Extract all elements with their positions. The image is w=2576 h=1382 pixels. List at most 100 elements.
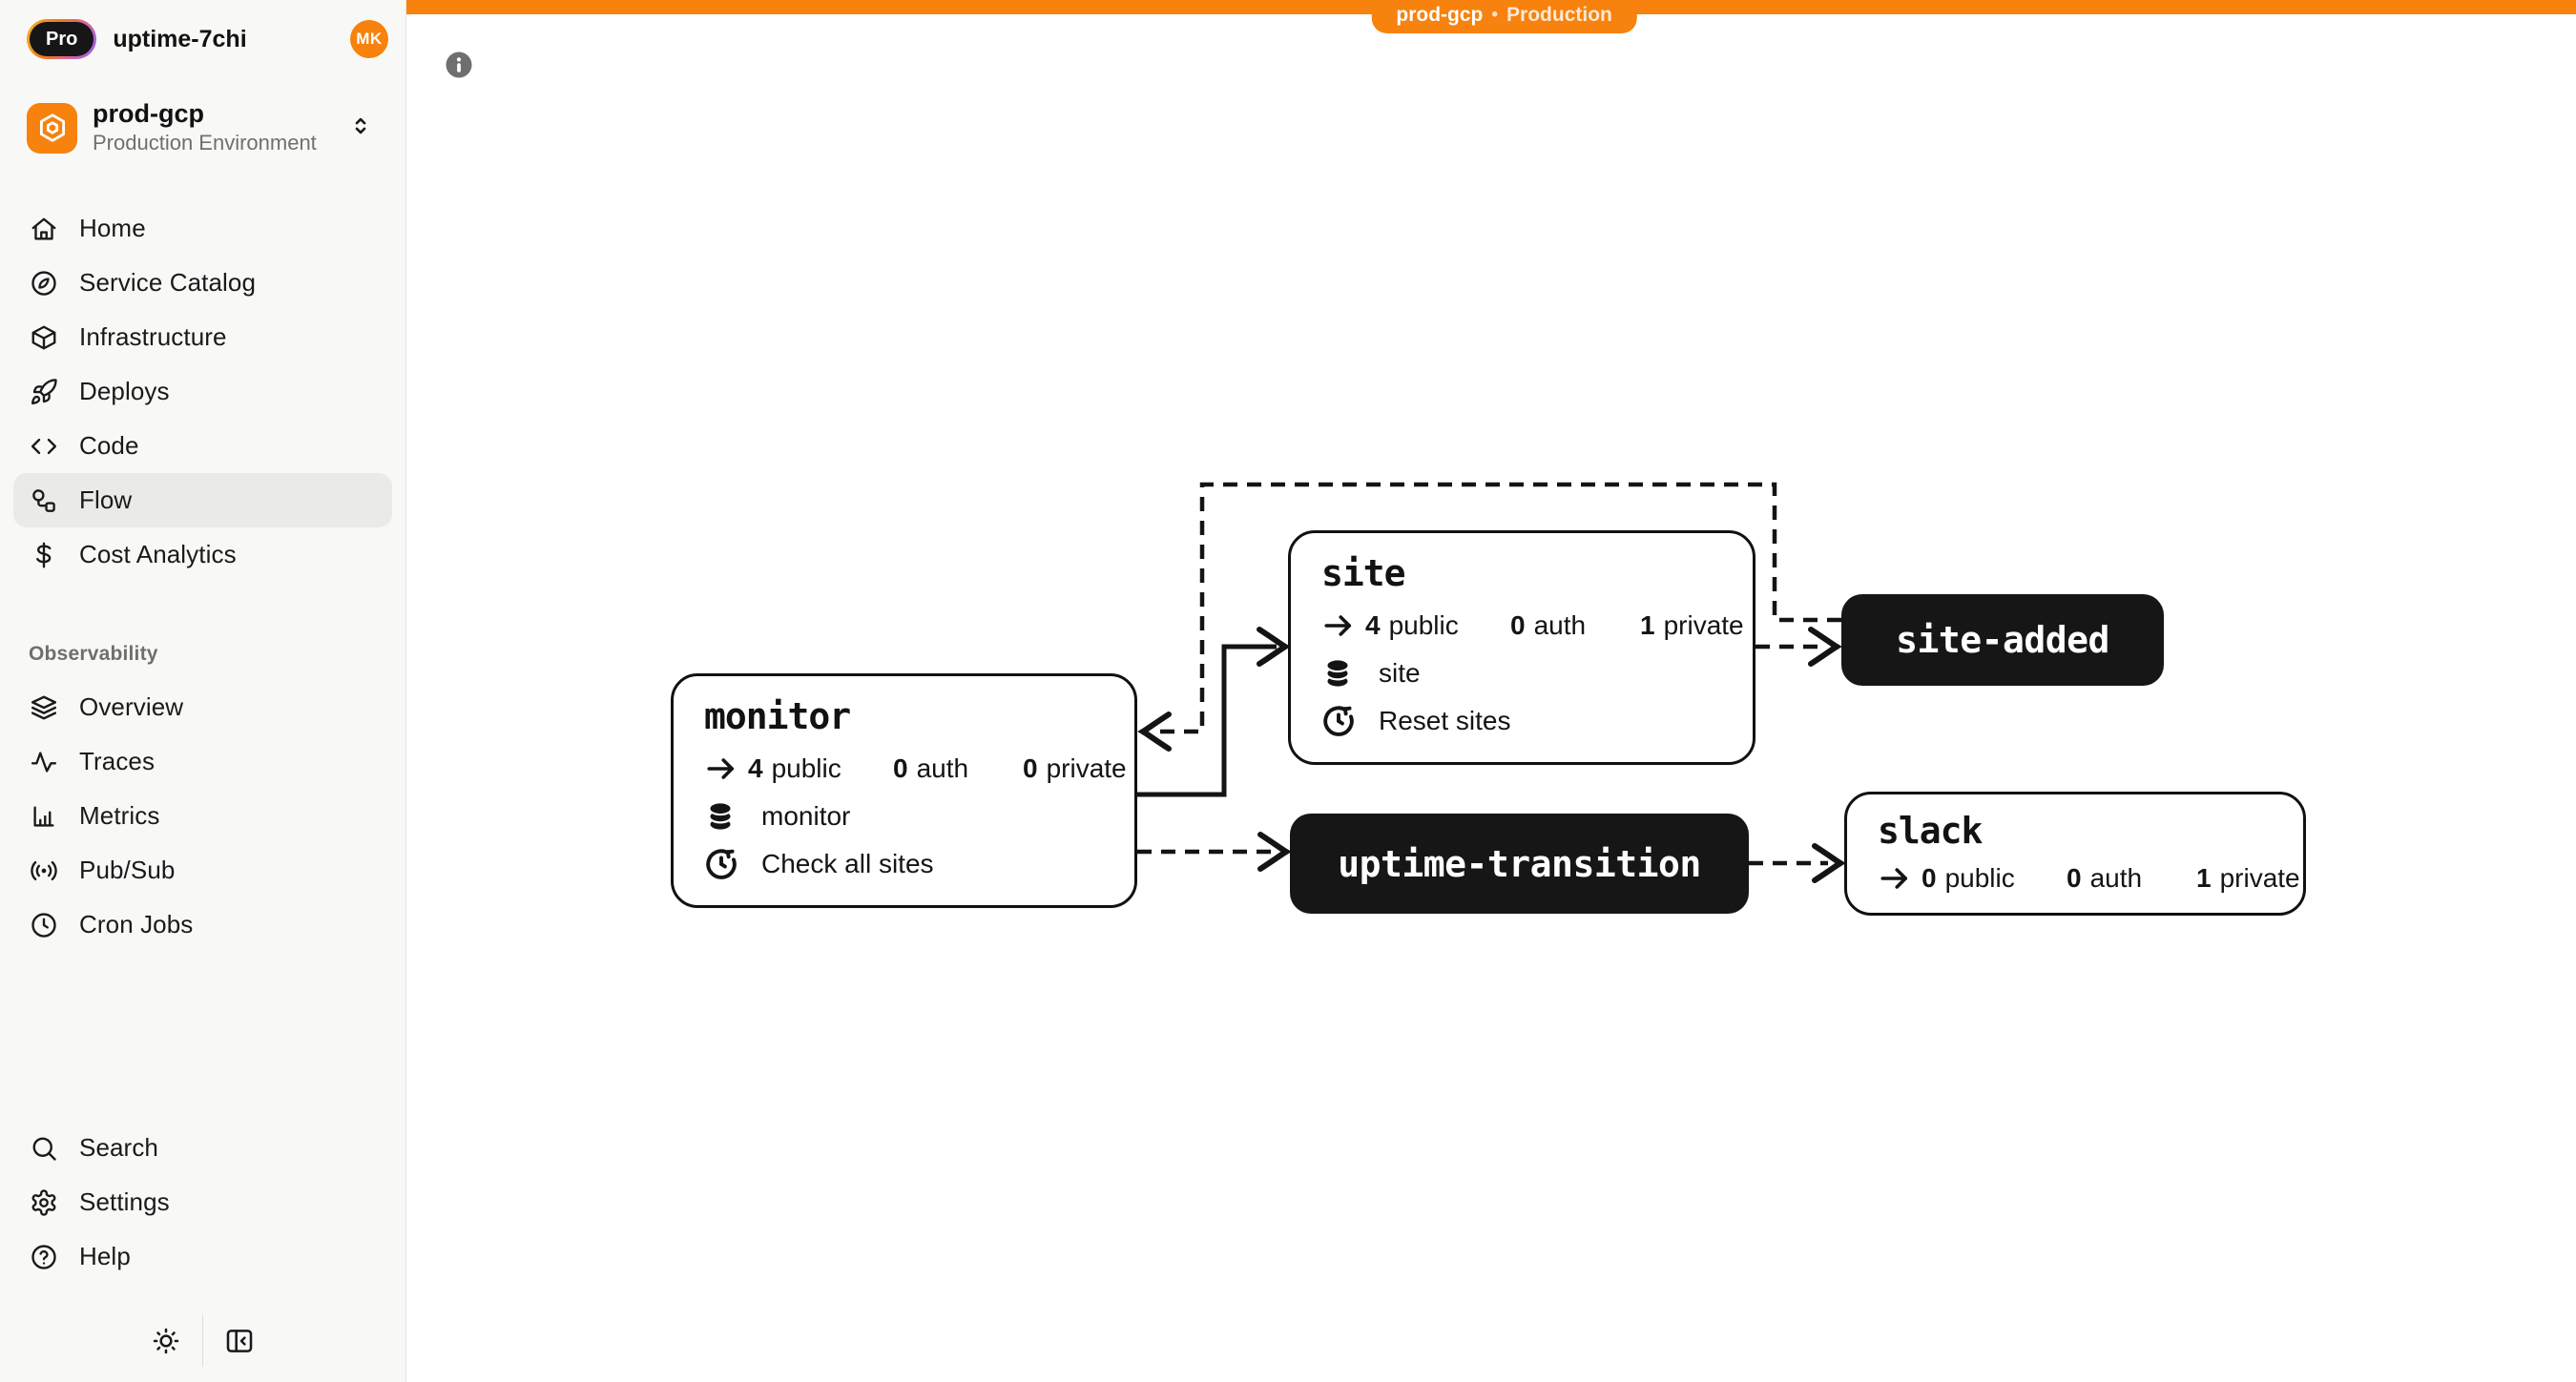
- public-count: 4: [748, 753, 763, 783]
- plan-badge-label: Pro: [46, 28, 78, 50]
- public-count: 4: [1365, 610, 1381, 640]
- sidebar-item-traces[interactable]: Traces: [13, 734, 392, 789]
- auth-label: auth: [2089, 863, 2143, 893]
- sidebar-item-deploys[interactable]: Deploys: [13, 364, 392, 419]
- sidebar-item-cron-jobs[interactable]: Cron Jobs: [13, 897, 392, 952]
- sidebar-item-settings[interactable]: Settings: [13, 1175, 392, 1229]
- auth-count: 0: [1510, 610, 1526, 640]
- cron-row: Reset sites: [1321, 697, 1726, 745]
- sidebar-item-service-catalog[interactable]: Service Catalog: [13, 256, 392, 310]
- footer-nav: Search Settings Help: [13, 1121, 392, 1284]
- topic-title: uptime-transition: [1338, 842, 1701, 885]
- arrow-right-icon: [1321, 608, 1365, 643]
- compass-icon: [29, 268, 59, 299]
- sidebar-item-label: Service Catalog: [79, 268, 257, 297]
- service-title: site: [1321, 552, 1406, 594]
- env-badge-project: prod-gcp: [1396, 4, 1484, 26]
- code-icon: [29, 431, 59, 462]
- sidebar-item-label: Deploys: [79, 377, 170, 405]
- project-environment: Production Environment: [93, 131, 317, 155]
- sun-icon: [153, 1328, 179, 1354]
- collapse-sidebar-button[interactable]: [203, 1314, 276, 1368]
- avatar[interactable]: MK: [350, 20, 388, 58]
- theme-toggle-button[interactable]: [130, 1314, 202, 1368]
- chevrons-up-down-icon: [348, 113, 373, 143]
- dollar-icon: [29, 540, 59, 570]
- service-title: slack: [1878, 810, 1983, 852]
- project-selector[interactable]: prod-gcp Production Environment: [27, 99, 388, 155]
- sidebar-item-label: Flow: [79, 485, 133, 514]
- info-icon[interactable]: [445, 51, 473, 79]
- env-badge-separator: •: [1491, 5, 1499, 25]
- sidebar-item-label: Help: [79, 1242, 131, 1270]
- environment-badge[interactable]: prod-gcp • Production: [1371, 0, 1637, 33]
- database-name: monitor: [761, 801, 851, 831]
- service-title: monitor: [704, 695, 851, 737]
- sidebar-item-infrastructure[interactable]: Infrastructure: [13, 310, 392, 364]
- cron-name: Reset sites: [1379, 706, 1511, 735]
- sidebar-item-metrics[interactable]: Metrics: [13, 789, 392, 843]
- project-name: prod-gcp: [93, 99, 204, 129]
- topic-title: site-added: [1896, 619, 2109, 661]
- topic-node-uptime-transition[interactable]: uptime-transition: [1290, 814, 1749, 914]
- env-badge-environment: Production: [1506, 4, 1612, 26]
- private-count: 1: [2196, 863, 2212, 893]
- cron-refresh-icon: [1321, 704, 1365, 738]
- sidebar: Pro uptime-7chi MK prod-gcp Production E…: [0, 0, 406, 1382]
- auth-count: 0: [893, 753, 908, 783]
- edge-monitor-site: [1137, 644, 1277, 797]
- plan-badge: Pro: [27, 19, 96, 59]
- workspace-row: Pro uptime-7chi MK: [27, 19, 388, 59]
- workflow-icon: [29, 485, 59, 516]
- sidebar-item-code[interactable]: Code: [13, 419, 392, 473]
- sidebar-item-cost-analytics[interactable]: Cost Analytics: [13, 527, 392, 582]
- home-icon: [29, 214, 59, 244]
- sidebar-item-label: Settings: [79, 1187, 170, 1216]
- sidebar-item-label: Search: [79, 1133, 158, 1162]
- auth-count: 0: [2067, 863, 2082, 893]
- sidebar-item-help[interactable]: Help: [13, 1229, 392, 1284]
- topic-node-site-added[interactable]: site-added: [1841, 594, 2164, 686]
- auth-label: auth: [1533, 610, 1587, 640]
- sidebar-item-pubsub[interactable]: Pub/Sub: [13, 843, 392, 897]
- sidebar-item-search[interactable]: Search: [13, 1121, 392, 1175]
- arrow-right-icon: [704, 752, 748, 786]
- sidebar-item-flow[interactable]: Flow: [13, 473, 392, 527]
- database-icon: [704, 799, 748, 834]
- sidebar-item-overview[interactable]: Overview: [13, 680, 392, 734]
- observability-section-label: Observability: [29, 643, 158, 665]
- search-icon: [29, 1133, 59, 1164]
- sidebar-item-label: Cron Jobs: [79, 910, 194, 939]
- database-icon: [1321, 656, 1365, 691]
- sidebar-item-label: Pub/Sub: [79, 856, 176, 884]
- rocket-icon: [29, 377, 59, 407]
- private-label: private: [1046, 753, 1127, 783]
- divider: [202, 1315, 203, 1367]
- cube-icon: [29, 322, 59, 353]
- sidebar-item-label: Overview: [79, 692, 184, 721]
- private-label: private: [1663, 610, 1744, 640]
- public-label: public: [1388, 610, 1459, 640]
- public-label: public: [771, 753, 841, 783]
- cron-refresh-icon: [704, 847, 748, 881]
- database-name: site: [1379, 658, 1421, 688]
- private-label: private: [2219, 863, 2300, 893]
- panel-collapse-icon: [226, 1330, 253, 1352]
- sidebar-item-home[interactable]: Home: [13, 201, 392, 256]
- gear-icon: [29, 1187, 59, 1218]
- cron-row: Check all sites: [704, 840, 1108, 888]
- arrow-right-icon: [1878, 861, 1922, 896]
- sidebar-item-label: Traces: [79, 747, 156, 775]
- environment-color-bar: prod-gcp • Production: [406, 0, 2576, 33]
- sidebar-bottom-controls: [0, 1314, 405, 1368]
- observability-nav: Overview Traces Metrics Pub/Sub: [13, 680, 392, 952]
- database-row: site: [1321, 650, 1726, 697]
